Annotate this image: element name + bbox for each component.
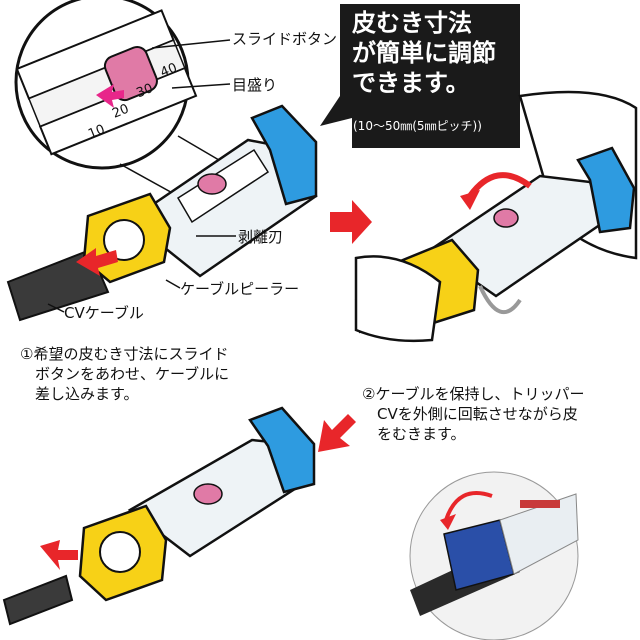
- callout-line-1: 皮むき寸法: [352, 9, 472, 37]
- blue-cap-2: [576, 146, 636, 234]
- cv-cable-1: [6, 248, 110, 322]
- rotate-arrow-photo: [444, 491, 493, 521]
- insert-arrow: [40, 540, 78, 570]
- slide-button-shape[interactable]: [102, 44, 160, 103]
- tool-stripper-2: [354, 90, 638, 343]
- label-peeler: ケーブルピーラー: [180, 280, 300, 298]
- next-arrow-2: [318, 414, 356, 452]
- cv-cable-3: [2, 574, 74, 626]
- photo-circle: [409, 471, 579, 640]
- step-2-line: ②ケーブルを保持し、トリッパー: [362, 385, 585, 403]
- step-1-line: ①希望の皮むき寸法にスライド: [20, 345, 229, 363]
- slide-direction-arrow: [96, 84, 124, 108]
- tool-stripper-1: [6, 104, 318, 322]
- slide-button-3[interactable]: [193, 483, 223, 505]
- label-blade: 剥離刃: [238, 228, 284, 246]
- label-scale: 目盛り: [232, 76, 278, 94]
- next-arrow-1: [330, 200, 372, 244]
- scale-tick: 30: [134, 81, 155, 101]
- blue-cap-3: [248, 406, 316, 494]
- callout-line-2: が簡単に調節: [352, 39, 496, 67]
- slide-button-2[interactable]: [493, 208, 519, 228]
- callout-line-3: できます。: [352, 69, 470, 97]
- blue-cap-1: [250, 104, 318, 206]
- step-2-line: CVを外側に回転させながら皮: [362, 405, 578, 423]
- rotate-arrow-2: [467, 172, 532, 198]
- scale-tick: 10: [86, 122, 107, 142]
- label-slide-button: スライドボタン: [232, 30, 338, 48]
- step-1-text: ①希望の皮むき寸法にスライド ボタンをあわせ、ケーブルに 差し込みます。: [20, 344, 229, 404]
- label-cv-cable: CVケーブル: [64, 304, 144, 322]
- pull-arrow: [76, 248, 118, 276]
- slide-button-1[interactable]: [197, 173, 227, 195]
- callout-box: [320, 4, 520, 148]
- step-1-line: ボタンをあわせ、ケーブルに: [20, 365, 230, 383]
- step-2-text: ②ケーブルを保持し、トリッパー CVを外側に回転させながら皮 をむきます。: [362, 384, 585, 444]
- scale-tick: 20: [110, 102, 131, 122]
- step-2-line: をむきます。: [362, 425, 466, 443]
- callout-subtext: (10～50㎜(5㎜ピッチ)): [353, 119, 482, 133]
- tool-stripper-3: [2, 406, 316, 626]
- step-1-line: 差し込みます。: [20, 385, 139, 403]
- callout-heading: 皮むき寸法 が簡単に調節 できます。: [352, 8, 522, 98]
- scale-tick: 40: [158, 61, 179, 81]
